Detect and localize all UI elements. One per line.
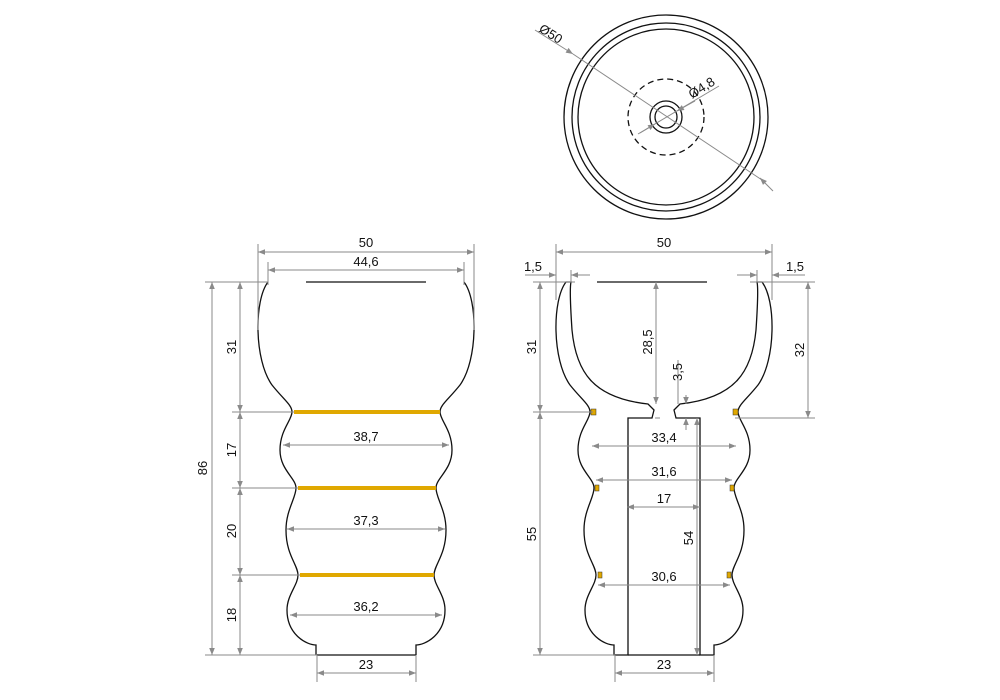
dim-inner-width: 31,6: [651, 464, 676, 479]
dim-height-segment: 20: [224, 524, 239, 538]
dim-base-width: 23: [657, 657, 671, 672]
dim-height-segment: 17: [224, 443, 239, 457]
dim-rim-left: 1,5: [524, 259, 542, 274]
dim-line: [639, 123, 656, 134]
dim-hole-diameter: Ø4,8: [686, 74, 718, 102]
dim-bore-height: 54: [681, 531, 696, 545]
dim-width-total: 50: [359, 235, 373, 250]
dim-inner-width: 33,4: [651, 430, 676, 445]
dim-line: [676, 100, 696, 112]
dim-line: [534, 29, 574, 55]
dim-neck-width: 38,7: [353, 429, 378, 444]
dim-height-upper: 31: [524, 340, 539, 354]
top-view: Ø50 Ø4,8: [534, 14, 774, 220]
dim-bottom-thickness: 3,5: [670, 363, 685, 381]
hole-outer-circle: [649, 100, 683, 134]
dim-height-bowl: 32: [792, 343, 807, 357]
dim-width-total: 50: [657, 235, 671, 250]
hole-circle: [654, 105, 678, 129]
dim-width-top: 44,6: [353, 254, 378, 269]
dim-height-segment: 31: [224, 340, 239, 354]
hidden-circle: [627, 78, 705, 156]
outer-circle: [563, 14, 769, 220]
seal-markers: [590, 408, 739, 579]
dim-height-lower: 55: [524, 527, 539, 541]
dim-base-width: 23: [359, 657, 373, 672]
side-view: 50 44,6 86 31 17 20 18 38,7 37,3 36,2 23: [195, 235, 475, 682]
dim-neck-width: 36,2: [353, 599, 378, 614]
dim-height-segment: 18: [224, 608, 239, 622]
dim-inner-width: 30,6: [651, 569, 676, 584]
dim-height-total: 86: [195, 461, 210, 475]
dim-line: [759, 177, 774, 192]
rim-circle: [571, 22, 761, 212]
dim-bowl-depth: 28,5: [640, 329, 655, 354]
inner-circle: [577, 28, 755, 206]
dim-bore: 17: [657, 491, 671, 506]
dim-outer-diameter: Ø50: [536, 21, 565, 47]
dim-rim-right: 1,5: [786, 259, 804, 274]
section-view: 50 1,5 1,5 31 55 28,5 3,5 32 33,4 31,6 1…: [524, 235, 815, 682]
dim-neck-width: 37,3: [353, 513, 378, 528]
